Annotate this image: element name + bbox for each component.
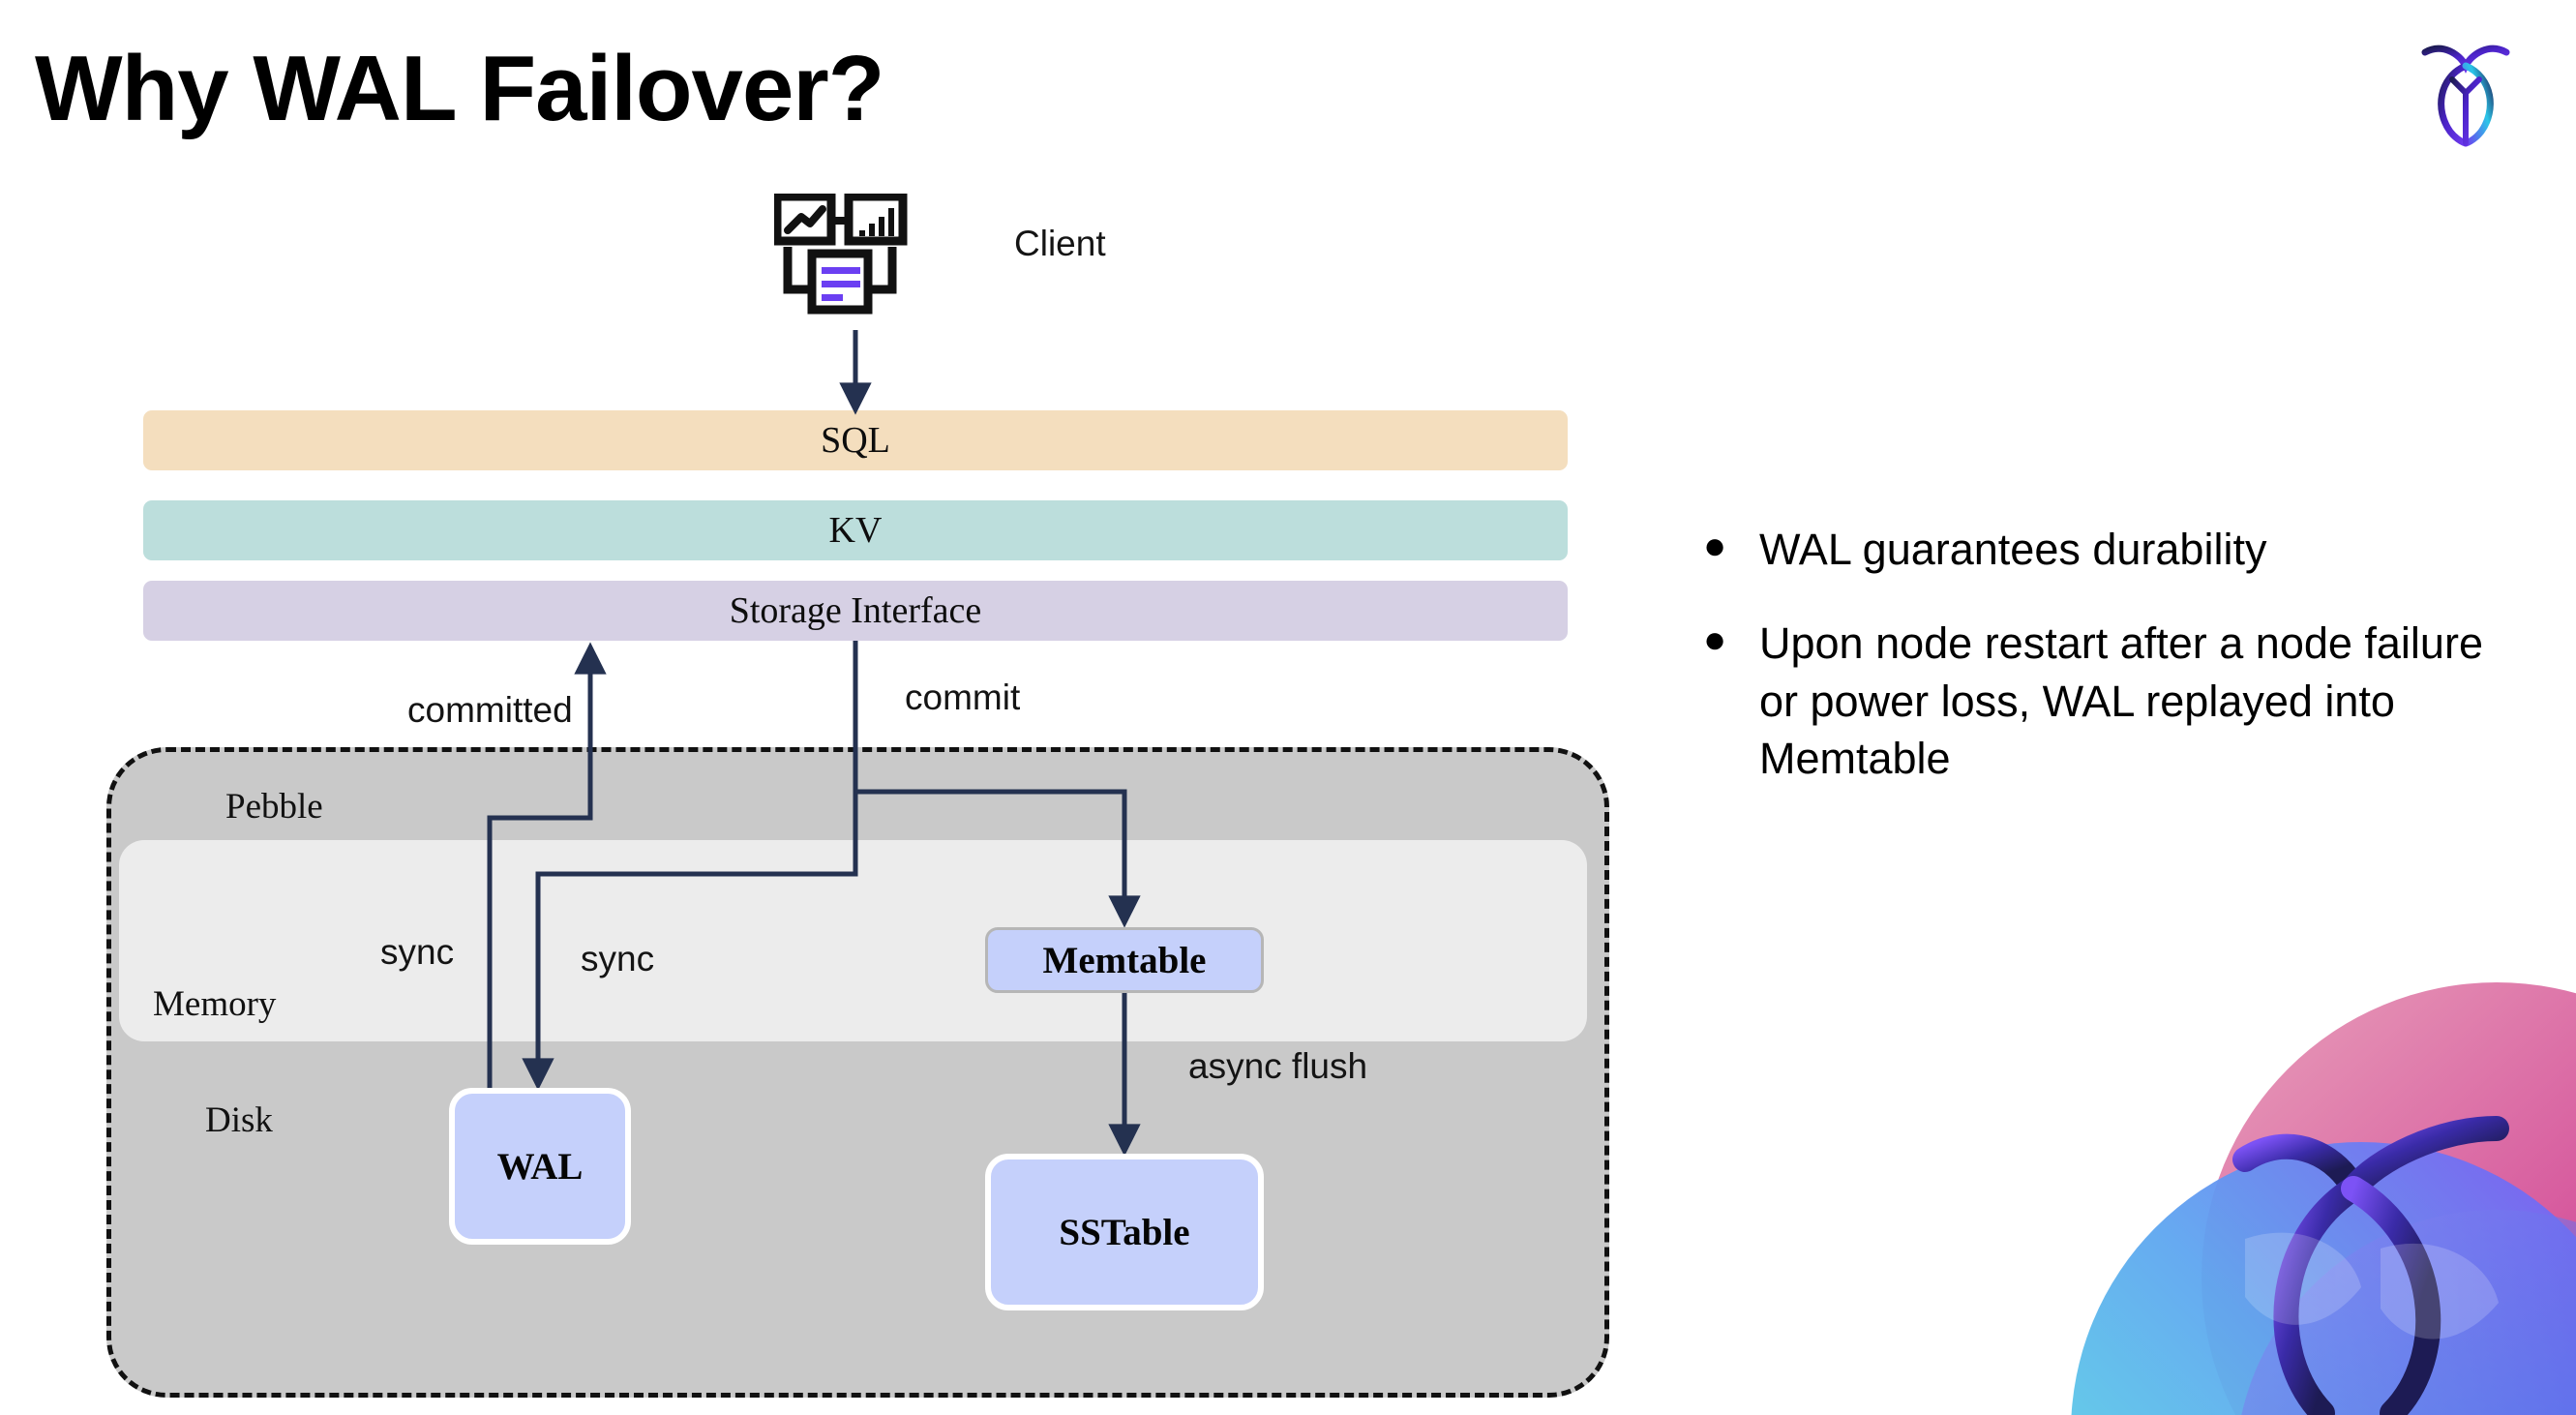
bullet-marker-icon: ● xyxy=(1703,525,1727,567)
node-memtable: Memtable xyxy=(985,927,1264,993)
memory-label: Memory xyxy=(153,984,277,1024)
bullet-marker-icon: ● xyxy=(1703,618,1727,662)
client-label: Client xyxy=(1014,224,1106,263)
list-item: ● Upon node restart after a node failure… xyxy=(1703,615,2516,787)
edge-label-committed: committed xyxy=(407,690,573,730)
pebble-label: Pebble xyxy=(225,787,323,827)
edge-label-sync-left: sync xyxy=(380,932,455,972)
memory-region xyxy=(119,840,1587,1041)
bullet-text: Upon node restart after a node failure o… xyxy=(1759,618,2483,784)
page-title: Why WAL Failover? xyxy=(35,37,884,140)
edge-label-async-flush: async flush xyxy=(1188,1046,1368,1086)
edge-label-commit: commit xyxy=(905,677,1021,717)
bullet-list: ● WAL guarantees durability ● Upon node … xyxy=(1703,521,2516,825)
bullet-text: WAL guarantees durability xyxy=(1759,525,2267,574)
cockroachdb-logo xyxy=(2410,31,2522,147)
disk-label: Disk xyxy=(205,1100,273,1140)
list-item: ● WAL guarantees durability xyxy=(1703,521,2516,578)
node-sstable: SSTable xyxy=(985,1154,1264,1310)
client-dashboard-icon xyxy=(772,192,929,334)
layer-bar-sql: SQL xyxy=(143,410,1568,470)
cockroach-circles-artwork xyxy=(1955,929,2576,1415)
edge-label-sync-right: sync xyxy=(581,939,655,978)
node-wal: WAL xyxy=(449,1088,631,1245)
layer-bar-kv: KV xyxy=(143,500,1568,560)
layer-bar-storage-interface: Storage Interface xyxy=(143,581,1568,641)
